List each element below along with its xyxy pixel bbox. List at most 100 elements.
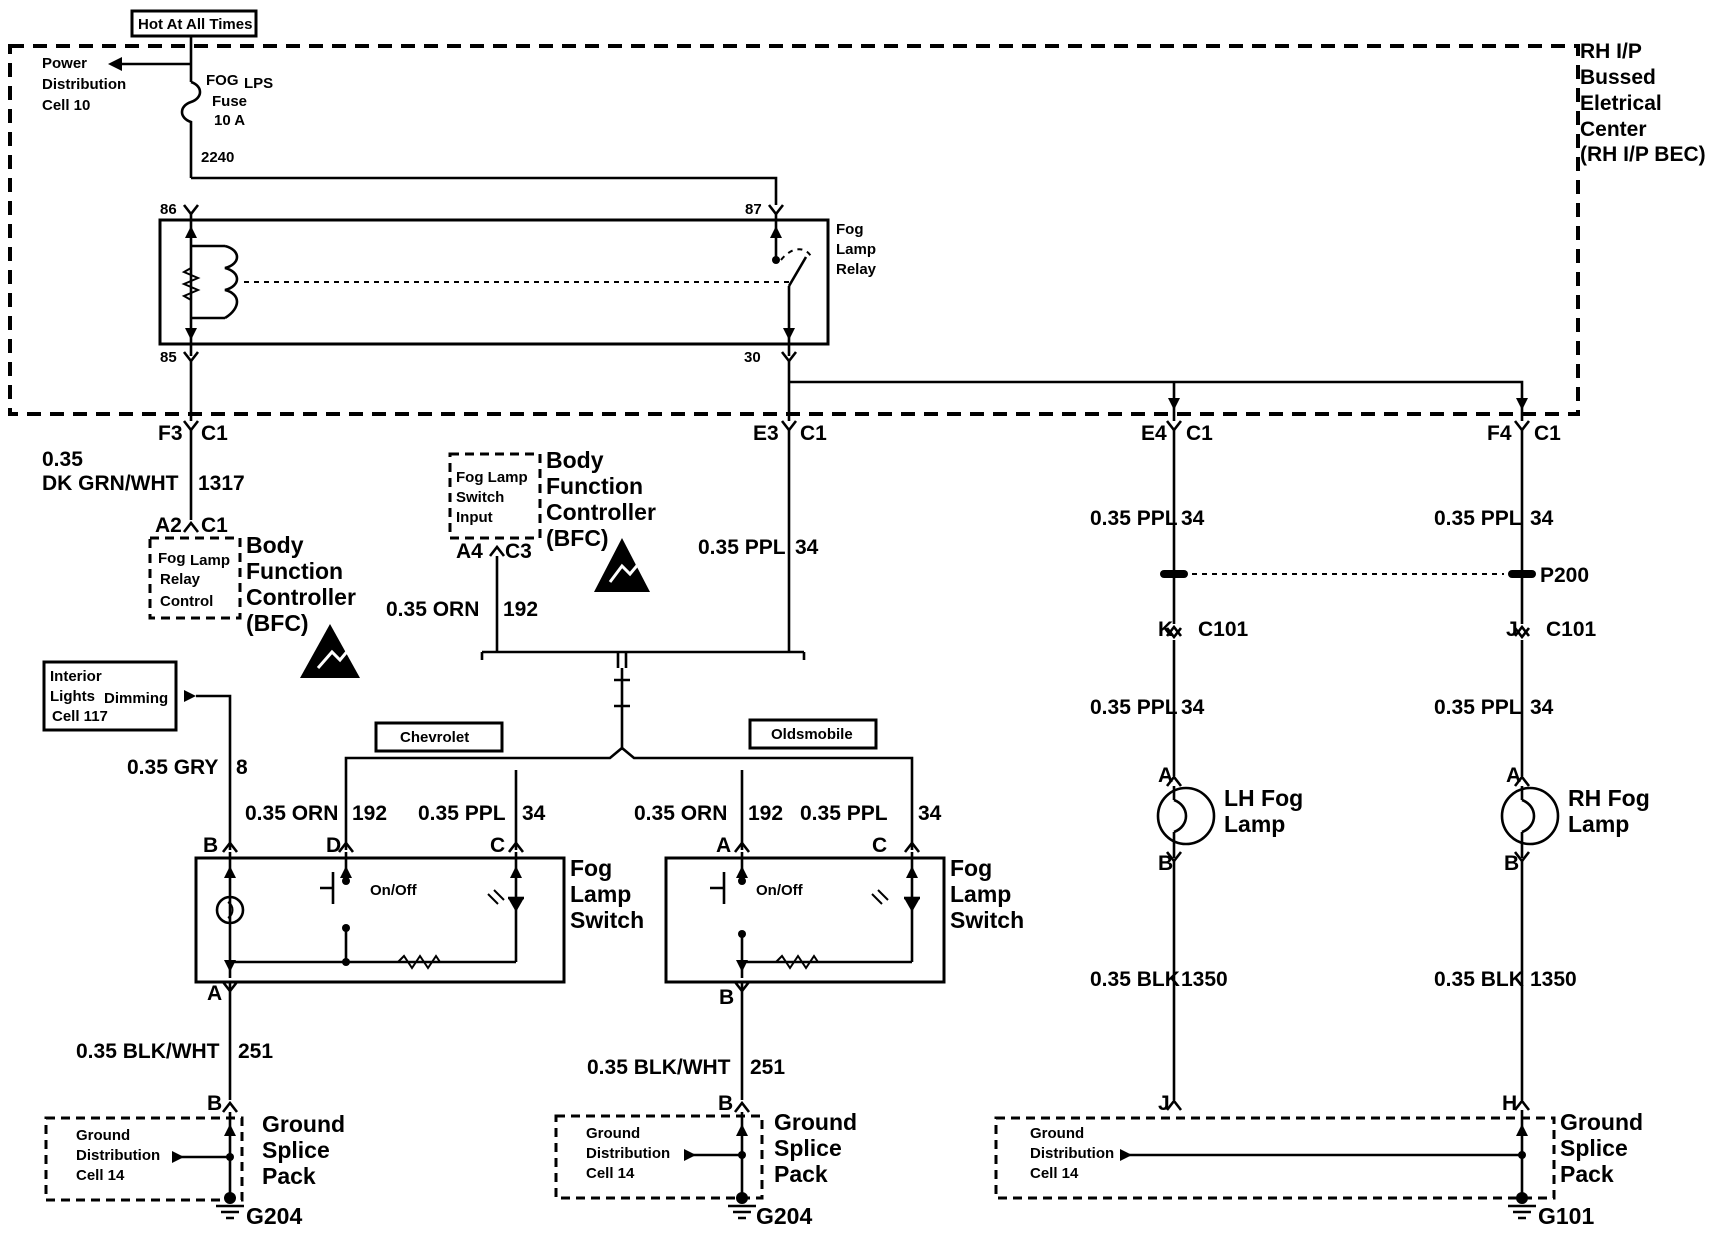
svg-text:H: H (1502, 1092, 1517, 1115)
svg-text:Fog: Fog (570, 855, 612, 881)
terminal-87 (767, 204, 785, 217)
svg-text:C: C (490, 834, 505, 857)
chev-wire-251-label: 0.35 BLK/WHT 251 (76, 1040, 273, 1063)
arrow-up-icon (185, 226, 197, 238)
chev-ground-splice-label: Ground Splice Pack (262, 1111, 345, 1189)
led-light-rays (871, 889, 889, 905)
svg-text:DK GRN/WHT: DK GRN/WHT (42, 472, 179, 495)
olds-switch-pin-b: B (719, 981, 751, 1009)
chev-switch-pin-d: D (326, 834, 355, 857)
led-indicator-icon (904, 898, 920, 912)
hot-at-all-times-label: Hot At All Times (138, 16, 252, 33)
wire-34-main-label: 0.35 PPL 34 (698, 536, 819, 559)
pin-85-label: 85 (160, 349, 177, 366)
svg-text:FOG: FOG (206, 72, 239, 89)
svg-text:1350: 1350 (1181, 968, 1228, 991)
arrow-right-icon (684, 1149, 696, 1161)
rh-lamp-pin-b: B (1504, 851, 1531, 875)
svg-text:C1: C1 (1186, 422, 1213, 445)
svg-text:Pack: Pack (262, 1163, 316, 1189)
switch-indicator-lamp-icon (215, 895, 245, 925)
rh-wire-34-upper-label: 0.35 PPL 34 (1434, 507, 1554, 530)
ground-pin-j: J (1158, 1092, 1183, 1115)
olds-ground-dist-label: Ground Distribution Cell 14 (586, 1125, 670, 1182)
on-off-switch-icon (710, 872, 726, 904)
rh-wire-1350-label: 0.35 BLK 1350 (1434, 968, 1577, 991)
svg-text:34: 34 (1530, 507, 1554, 530)
power-distribution-label: Power Distribution Cell 10 (42, 55, 126, 114)
svg-text:Body: Body (246, 532, 304, 558)
wire-8 (196, 694, 232, 850)
pin-86-label: 86 (160, 201, 177, 218)
svg-text:1317: 1317 (198, 472, 245, 495)
svg-text:Distribution: Distribution (1030, 1145, 1114, 1162)
svg-text:34: 34 (1181, 696, 1205, 719)
rh-fog-lamp-icon (1500, 786, 1560, 846)
right-ground-dist-label: Ground Distribution Cell 14 (1030, 1125, 1114, 1182)
svg-text:(BFC): (BFC) (546, 525, 609, 551)
svg-text:C1: C1 (800, 422, 827, 445)
contact-point (738, 877, 746, 885)
svg-text:(RH I/P BEC): (RH I/P BEC) (1580, 143, 1706, 166)
connector-j-c101: J C101 (1506, 618, 1597, 641)
svg-text:Pack: Pack (1560, 1161, 1614, 1187)
svg-text:Ground: Ground (76, 1127, 130, 1144)
splice-dot (226, 1153, 234, 1161)
contact-point (772, 256, 780, 264)
rh-wire-34-lower-label: 0.35 PPL 34 (1434, 696, 1554, 719)
svg-text:C101: C101 (1198, 618, 1249, 641)
svg-text:0.35 GRY: 0.35 GRY (127, 756, 218, 779)
led-indicator-icon (508, 898, 524, 912)
svg-text:A2: A2 (155, 514, 182, 537)
svg-text:Input: Input (456, 509, 493, 526)
arrow-down-icon (185, 328, 197, 340)
connector-f3-c1: F3 C1 (158, 420, 228, 445)
bfc-switch-input-label: Fog Lamp Switch Input (456, 469, 528, 526)
svg-text:LPS: LPS (244, 75, 273, 92)
svg-text:0.35 PPL: 0.35 PPL (698, 536, 786, 559)
fog-lamp-relay-label: Fog Lamp Relay (836, 221, 877, 278)
olds-fog-lamp-switch-label: Fog Lamp Switch (950, 855, 1024, 933)
svg-text:Splice: Splice (262, 1137, 330, 1163)
svg-text:A4: A4 (456, 540, 483, 563)
lamp-filament (1173, 798, 1188, 834)
svg-text:B: B (203, 834, 218, 857)
svg-text:B: B (1504, 852, 1519, 875)
svg-text:C: C (872, 834, 887, 857)
chev-fog-lamp-switch-label: Fog Lamp Switch (570, 855, 644, 933)
esd-warning-icon (300, 624, 360, 678)
olds-fog-lamp-switch-box (664, 856, 946, 984)
svg-text:Distribution: Distribution (76, 1147, 160, 1164)
lamp-filament (227, 901, 234, 919)
ground-icon (728, 1204, 756, 1220)
svg-text:Center: Center (1580, 118, 1647, 141)
svg-text:Splice: Splice (1560, 1135, 1628, 1161)
svg-text:C1: C1 (1534, 422, 1561, 445)
g204-left-label: G204 (246, 1203, 302, 1229)
svg-text:D: D (326, 834, 341, 857)
g204-middle-label: G204 (756, 1203, 812, 1229)
svg-text:Lamp: Lamp (836, 241, 876, 258)
on-off-switch-icon (320, 872, 335, 904)
arrow-down-icon (1516, 398, 1528, 410)
svg-text:Function: Function (246, 558, 343, 584)
arrow-up-icon (340, 866, 352, 878)
fog-lps-fuse-icon (180, 80, 202, 178)
svg-text:A: A (716, 834, 731, 857)
svg-text:B: B (207, 1092, 222, 1115)
wire-2240-label: 2240 (201, 149, 234, 166)
svg-text:Ground: Ground (1560, 1109, 1643, 1135)
chev-onoff-label: On/Off (370, 882, 418, 899)
svg-text:A: A (1506, 764, 1521, 787)
bfc-left-label: Body Function Controller (BFC) (246, 532, 356, 636)
svg-text:LH Fog: LH Fog (1224, 785, 1303, 811)
chev-ground-pin-b: B (207, 1092, 239, 1115)
svg-text:Lamp: Lamp (570, 881, 631, 907)
svg-text:Relay: Relay (836, 261, 877, 278)
fog-lamp-relay-box (158, 218, 830, 346)
olds-switch-pin-c: C (872, 834, 921, 857)
bfc-relay-control-label: Fog Lamp Relay Control (158, 550, 230, 610)
wire-2240 (191, 176, 778, 205)
splice-dot (1518, 1151, 1526, 1159)
svg-text:0.35: 0.35 (42, 448, 83, 471)
